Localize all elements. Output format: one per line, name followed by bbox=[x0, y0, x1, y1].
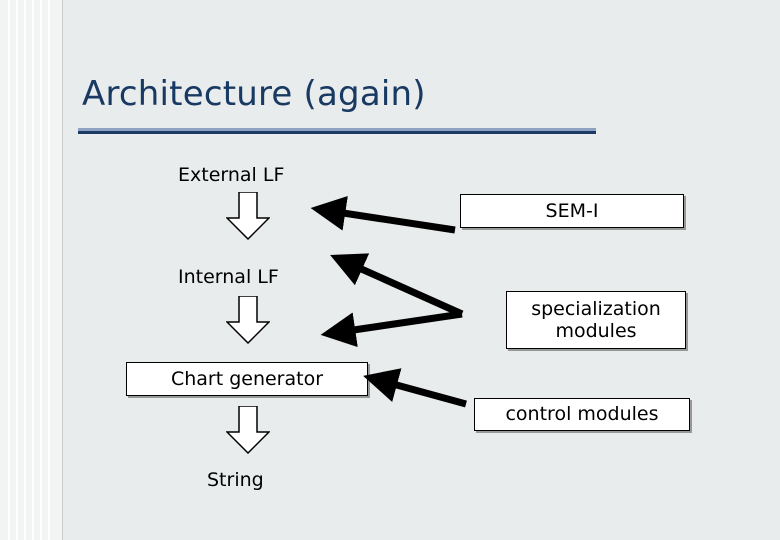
left-stripe-2 bbox=[16, 0, 18, 540]
arrow-external-to-internal-icon bbox=[226, 192, 270, 240]
arrow-internal-to-chart-icon bbox=[226, 296, 270, 344]
left-stripe-3 bbox=[24, 0, 26, 540]
title-rule-light bbox=[78, 128, 596, 131]
box-sem-i: SEM-I bbox=[460, 194, 684, 228]
box-control-modules: control modules bbox=[474, 398, 690, 431]
arrow-specialization-to-internal bbox=[330, 253, 464, 318]
left-stripe-5 bbox=[40, 0, 42, 540]
arrow-control-to-chart bbox=[363, 368, 467, 408]
title-rule-dark bbox=[78, 131, 596, 134]
label-internal-lf: Internal LF bbox=[178, 266, 279, 288]
left-stripe-1 bbox=[8, 0, 10, 540]
box-specialization-modules: specialization modules bbox=[506, 291, 686, 349]
left-band-edge bbox=[62, 0, 63, 540]
left-stripe-4 bbox=[32, 0, 34, 540]
box-chart-generator: Chart generator bbox=[126, 362, 368, 396]
arrow-specialization-to-lower bbox=[320, 310, 463, 348]
label-string: String bbox=[207, 469, 264, 491]
slide-title: Architecture (again) bbox=[82, 74, 426, 114]
arrow-chart-to-string-icon bbox=[226, 406, 270, 454]
left-decorative-band bbox=[0, 0, 62, 540]
arrow-sem-i-to-external bbox=[310, 196, 456, 234]
left-stripe-6 bbox=[48, 0, 50, 540]
label-external-lf: External LF bbox=[178, 164, 285, 186]
